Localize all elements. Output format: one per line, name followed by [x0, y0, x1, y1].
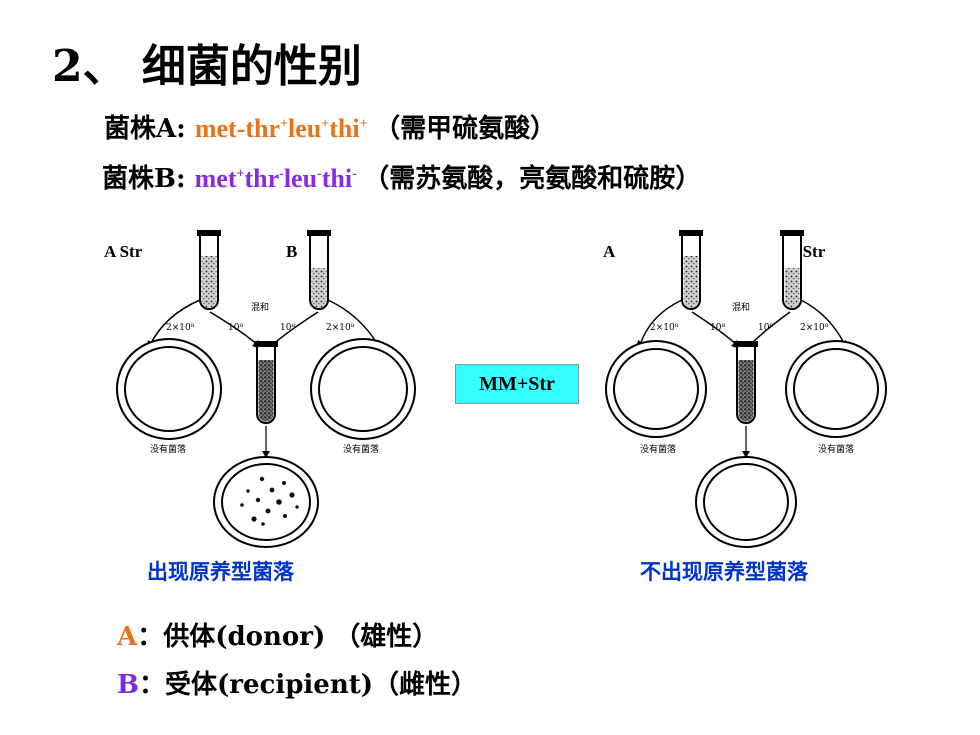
role-b-letter: B: [117, 670, 139, 700]
right-experiment: A B Str 混和 2×10⁸ 10⁸ 10⁸ 2×10⁸: [603, 230, 887, 548]
left-experiment: A Str B 混和 2×10⁸ 10⁸ 10⁸ 2×10⁸: [104, 230, 416, 548]
strain-b-genotype: met+thr-leu-thi-: [195, 164, 364, 193]
test-tube-mix: [254, 341, 278, 424]
count-b: 2×10⁸: [800, 323, 829, 333]
exp-b: 10⁸: [758, 323, 773, 333]
gene-sign: +: [359, 116, 368, 132]
strain-b-label: 菌株B:: [102, 164, 186, 194]
strain-a-line: 菌株A: met-thr+leu+thi+ （需甲硫氨酸）: [104, 108, 556, 145]
test-tube-a: [197, 230, 221, 310]
role-a-line: A：供体(donor) （雄性）: [117, 616, 438, 653]
mix-label: 混和: [732, 302, 750, 313]
tube-b-label: B: [286, 242, 297, 261]
gene: thi: [321, 164, 353, 193]
exp-a: 10⁸: [228, 323, 243, 333]
test-tube-b: [307, 230, 331, 310]
gene: leu: [288, 114, 322, 143]
plate-right-label: 没有菌落: [818, 443, 854, 455]
exp-a: 10⁸: [710, 323, 725, 333]
strain-b-line: 菌株B: met+thr-leu-thi- （需苏氨酸，亮氨酸和硫胺）: [102, 158, 701, 195]
plate-bottom-colonies: [213, 456, 319, 548]
count-a: 2×10⁸: [650, 323, 679, 333]
test-tube-b: [780, 230, 804, 310]
gene: leu: [283, 164, 318, 193]
test-tube-a: [679, 230, 703, 310]
plate-right: [785, 340, 887, 438]
gene: met-thr: [194, 114, 281, 143]
arrow: [149, 299, 201, 346]
gene-sign: -: [279, 166, 284, 182]
strain-b-note: （需苏氨酸，亮氨酸和硫胺）: [363, 164, 702, 194]
caption-left: 出现原养型菌落: [147, 560, 294, 584]
role-b-text: ：受体(recipient)（雌性）: [138, 670, 478, 700]
strain-a-genotype: met-thr+leu+thi+: [195, 114, 374, 143]
strain-a-label: 菌株A:: [104, 114, 186, 144]
gene-sign: -: [352, 166, 357, 182]
gene-sign: +: [280, 116, 289, 132]
plate-right-label: 没有菌落: [343, 443, 379, 455]
medium-label-box: MM+Str: [455, 364, 579, 404]
colonies: [240, 476, 299, 526]
gene: thr: [244, 164, 280, 193]
gene: thi: [329, 114, 360, 143]
tube-a-label: A: [603, 242, 616, 261]
strain-a-note: （需甲硫氨酸）: [374, 114, 557, 144]
gene-sign: +: [236, 166, 245, 182]
caption-right: 不出现原养型菌落: [640, 560, 808, 584]
tube-a-label: A Str: [104, 242, 143, 261]
exp-b: 10⁸: [280, 323, 295, 333]
arrow: [800, 299, 846, 346]
slide-title: 2、 细菌的性别: [52, 41, 362, 92]
plate-left: [116, 338, 222, 440]
gene-sign: +: [321, 116, 330, 132]
role-b-line: B：受体(recipient)（雌性）: [117, 664, 477, 701]
gene-sign: -: [317, 166, 322, 182]
role-a-letter: A: [117, 622, 138, 652]
count-b: 2×10⁸: [326, 323, 355, 333]
count-a: 2×10⁸: [166, 323, 195, 333]
arrow: [639, 299, 683, 346]
role-a-text: ：供体(donor) （雄性）: [137, 622, 439, 652]
plate-right: [310, 338, 416, 440]
plate-left-label: 没有菌落: [150, 443, 186, 455]
mix-label: 混和: [251, 302, 269, 313]
test-tube-mix: [734, 341, 758, 424]
plate-bottom-empty: [695, 456, 797, 548]
gene: met: [194, 164, 237, 193]
plate-left: [605, 340, 707, 438]
plate-left-label: 没有菌落: [640, 443, 676, 455]
